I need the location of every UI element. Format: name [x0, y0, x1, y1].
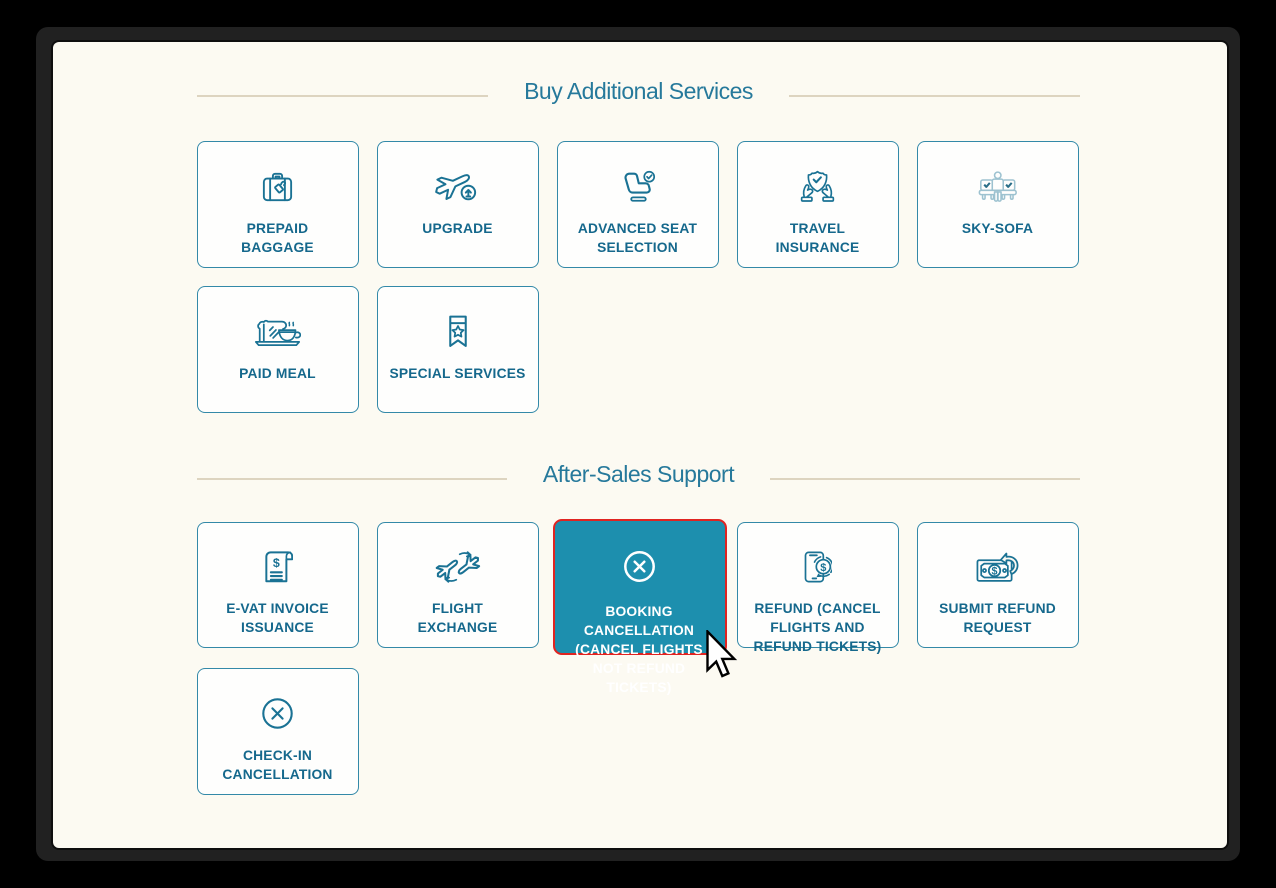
svg-text:$: $ — [820, 562, 826, 574]
svg-text:$: $ — [992, 566, 998, 578]
svg-text:$: $ — [273, 556, 280, 570]
